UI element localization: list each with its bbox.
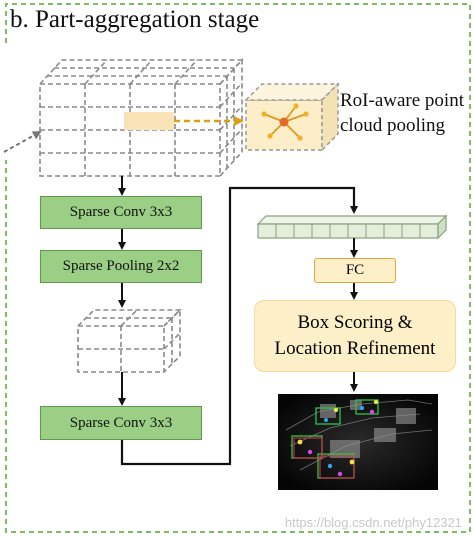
incoming-arrow: [3, 131, 42, 153]
sparse-pooling-block: Sparse Pooling 2x2: [40, 250, 202, 283]
fc-block: FC: [314, 258, 396, 283]
feature-vector-cells: [275, 224, 421, 238]
stage-title: b. Part-aggregation stage: [10, 6, 260, 33]
roi-pooling-line1: RoI-aware point: [340, 90, 464, 111]
pooling-star-points: [261, 103, 309, 141]
flow-connector: [120, 186, 358, 466]
box-scoring-block: Box Scoring & Location Refinement: [254, 300, 456, 372]
stage-frame: [5, 3, 471, 533]
feature-cube-small: [77, 308, 182, 373]
sparse-conv-block-1: Sparse Conv 3x3: [40, 196, 202, 229]
box-scoring-line1: Box Scoring &: [297, 312, 413, 333]
box-scoring-line2: Location Refinement: [274, 338, 436, 359]
watermark: https://blog.csdn.net/phy12321: [284, 515, 462, 530]
roi-pooling-label: RoI-aware point cloud pooling: [340, 88, 464, 138]
roi-cube: [244, 82, 340, 152]
feature-vector: [256, 214, 448, 240]
roi-pooling-line2: cloud pooling: [340, 115, 446, 136]
roi-highlight: [124, 112, 174, 130]
sparse-conv-block-2: Sparse Conv 3x3: [40, 406, 202, 440]
result-point-cloud-image: [278, 394, 438, 490]
